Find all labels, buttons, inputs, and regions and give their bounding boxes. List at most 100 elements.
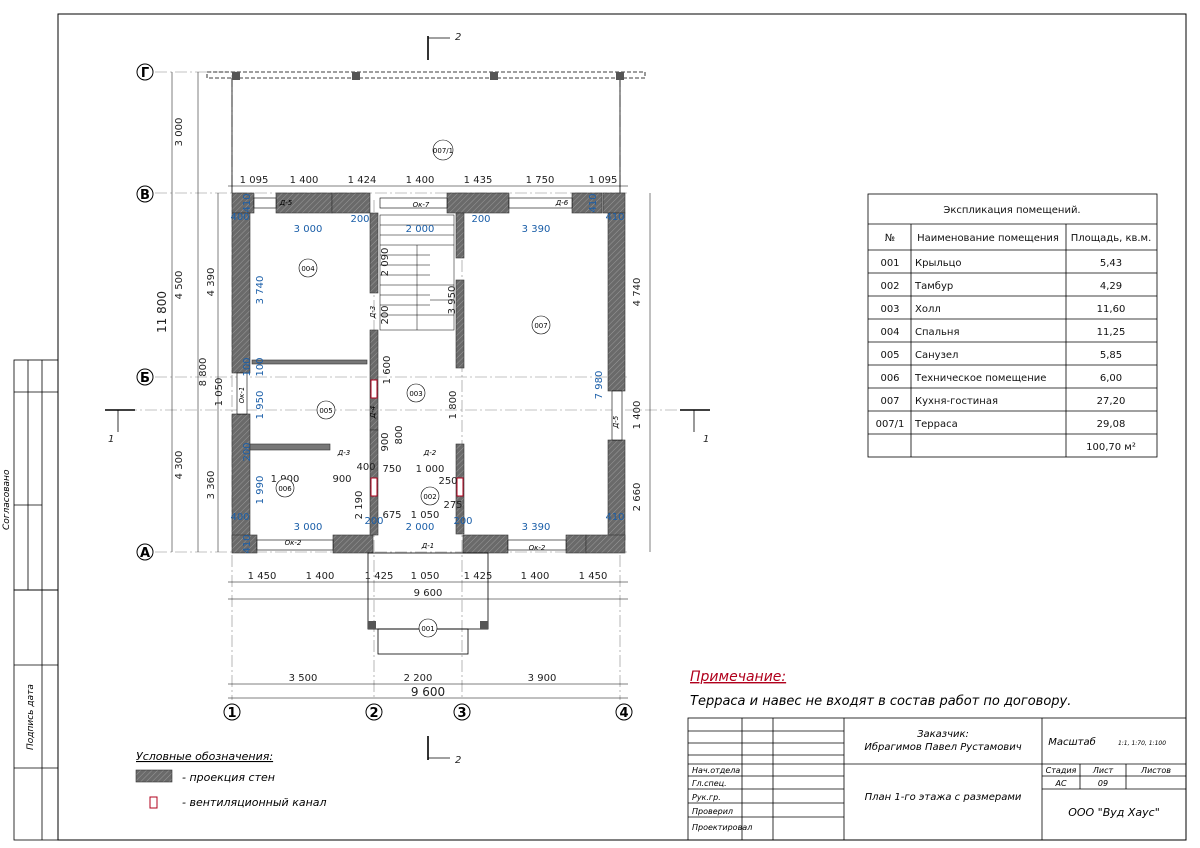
legend-title: Условные обозначения:: [136, 750, 273, 763]
dim-int-7: 1 600: [382, 356, 393, 385]
dim-left-inner-3: 1 050: [214, 378, 225, 407]
room-tag-0071: 007/1: [433, 147, 453, 155]
dim-int-23: 3 390: [522, 522, 551, 533]
dim-int-9: 1 800: [448, 391, 459, 420]
dim-int-19: 250: [438, 476, 457, 487]
explication-row-area: 11,25: [1097, 327, 1126, 338]
dim-int-30: 410: [242, 534, 253, 553]
explication-row-name: Тамбур: [914, 281, 953, 292]
dim-int-40: 900: [380, 432, 391, 451]
staircase: [379, 214, 455, 331]
explication-row-area: 6,00: [1100, 373, 1122, 384]
dim-int-17: 675: [382, 510, 401, 521]
explication-row-name: Санузел: [915, 350, 958, 361]
stamp-scale-value: 1:1, 1:70, 1:100: [1118, 740, 1166, 747]
room-tag-004: 004: [301, 265, 315, 273]
room-tag-001: 001: [421, 625, 434, 633]
side-label-sign-date: Подпись дата: [26, 684, 36, 750]
dim-int-22: 2 000: [406, 522, 435, 533]
dim-right-1: 4 740: [632, 278, 643, 307]
opening-d6: Д-6: [555, 199, 569, 207]
stamp-sheet-label: Лист: [1092, 766, 1114, 775]
dim-top-5: 1 435: [464, 175, 493, 186]
explication-row-name: Терраса: [914, 419, 958, 430]
dim-left-mid-2: 4 500: [174, 271, 185, 300]
axis-label-v: В: [140, 188, 150, 203]
dim-int-27: 410: [605, 212, 624, 223]
room-tag-002: 002: [423, 493, 436, 501]
dim-top-4: 1 400: [406, 175, 435, 186]
stamp-role-lead: Рук.гр.: [692, 793, 721, 802]
stamp-role-head: Нач.отдела: [692, 766, 740, 775]
side-stamp: [13, 359, 59, 841]
note-text: Терраса и навес не входят в состав работ…: [690, 694, 1071, 709]
terrace-outline: [206, 71, 646, 193]
dim-int-6: 3 950: [447, 286, 458, 315]
explication-row-area: 5,85: [1100, 350, 1122, 361]
stamp-scale-label: Масштаб: [1048, 736, 1096, 748]
section-marks: [105, 36, 710, 760]
stamp-customer-name: Ибрагимов Павел Рустамович: [864, 741, 1021, 753]
explication-row-num: 003: [880, 304, 899, 315]
dim-int-14: 750: [382, 464, 401, 475]
opening-ok7: Ок-7: [413, 201, 430, 209]
dim-left-outer: 11 800: [155, 291, 169, 333]
dim-int-18: 1 050: [411, 510, 440, 521]
opening-d5a: Д-5: [279, 199, 293, 207]
dim-bottom2-2: 2 200: [404, 673, 433, 684]
explication-row-area: 27,20: [1097, 396, 1126, 407]
title-block: [687, 717, 1187, 841]
opening-d3b: Д-3: [369, 306, 377, 319]
explication-header-area: Площадь, кв.м.: [1071, 233, 1152, 244]
dim-int-21: 3 000: [294, 522, 323, 533]
stamp-role-chief: Гл.спец.: [692, 779, 727, 788]
dim-int-2: 2 000: [406, 224, 435, 235]
stamp-sheets-label: Листов: [1140, 766, 1171, 775]
dimension-lines: [171, 72, 651, 699]
stamp-role-checked: Проверил: [692, 807, 733, 816]
dim-bottom-1: 1 450: [248, 571, 277, 582]
explication-row-num: 007/1: [876, 419, 905, 430]
stamp-sheet: 09: [1098, 779, 1108, 788]
explication-row-num: 002: [880, 281, 899, 292]
room-tag-003: 003: [409, 390, 422, 398]
dim-int-32: 200: [471, 214, 490, 225]
dim-int-25: 400: [230, 512, 249, 523]
stamp-drawing-title: План 1-го этажа с размерами: [865, 792, 1022, 803]
room-tags: [275, 139, 551, 638]
explication-row-name: Кухня-гостиная: [915, 396, 998, 407]
explication-row-name: Крыльцо: [915, 258, 962, 269]
opening-d1: Д-1: [421, 542, 434, 550]
dim-int-15: 1 000: [416, 464, 445, 475]
dim-int-5: 2 090: [380, 248, 391, 277]
terrace-posts: [232, 72, 624, 80]
dim-int-20: 275: [443, 500, 462, 511]
dim-int-11: 7 980: [594, 371, 605, 400]
dim-bottom-total: 9 600: [414, 588, 443, 599]
dim-int-1: 3 000: [294, 224, 323, 235]
opening-d5b: Д-5: [612, 415, 620, 429]
explication-row-name: Холл: [915, 304, 941, 315]
side-label-agreed: Согласовано: [2, 469, 12, 530]
explication-row-num: 001: [880, 258, 899, 269]
dim-bottom-3: 1 425: [365, 571, 394, 582]
stamp-stage-label: Стадия: [1046, 766, 1077, 775]
dim-top-1: 1 095: [240, 175, 269, 186]
dim-top-6: 1 750: [526, 175, 555, 186]
room-tag-006: 006: [278, 485, 292, 493]
explication-row-num: 006: [880, 373, 899, 384]
vent-channels: [370, 379, 464, 497]
explication-table: [867, 193, 1158, 458]
explication-row-num: 004: [880, 327, 899, 338]
legend-vent: - вентиляционный канал: [182, 796, 327, 809]
dim-int-39: 200: [380, 305, 391, 324]
explication-row-area: 5,43: [1100, 258, 1122, 269]
windows: [236, 197, 623, 551]
dim-int-41: 800: [394, 425, 405, 444]
explication-row-num: 007: [880, 396, 899, 407]
axis-label-g: Г: [141, 66, 149, 81]
dim-int-29: 410: [605, 512, 624, 523]
dim-int-10: 1 990: [255, 476, 266, 505]
dim-right-2: 1 400: [632, 401, 643, 430]
dim-int-3: 3 390: [522, 224, 551, 235]
